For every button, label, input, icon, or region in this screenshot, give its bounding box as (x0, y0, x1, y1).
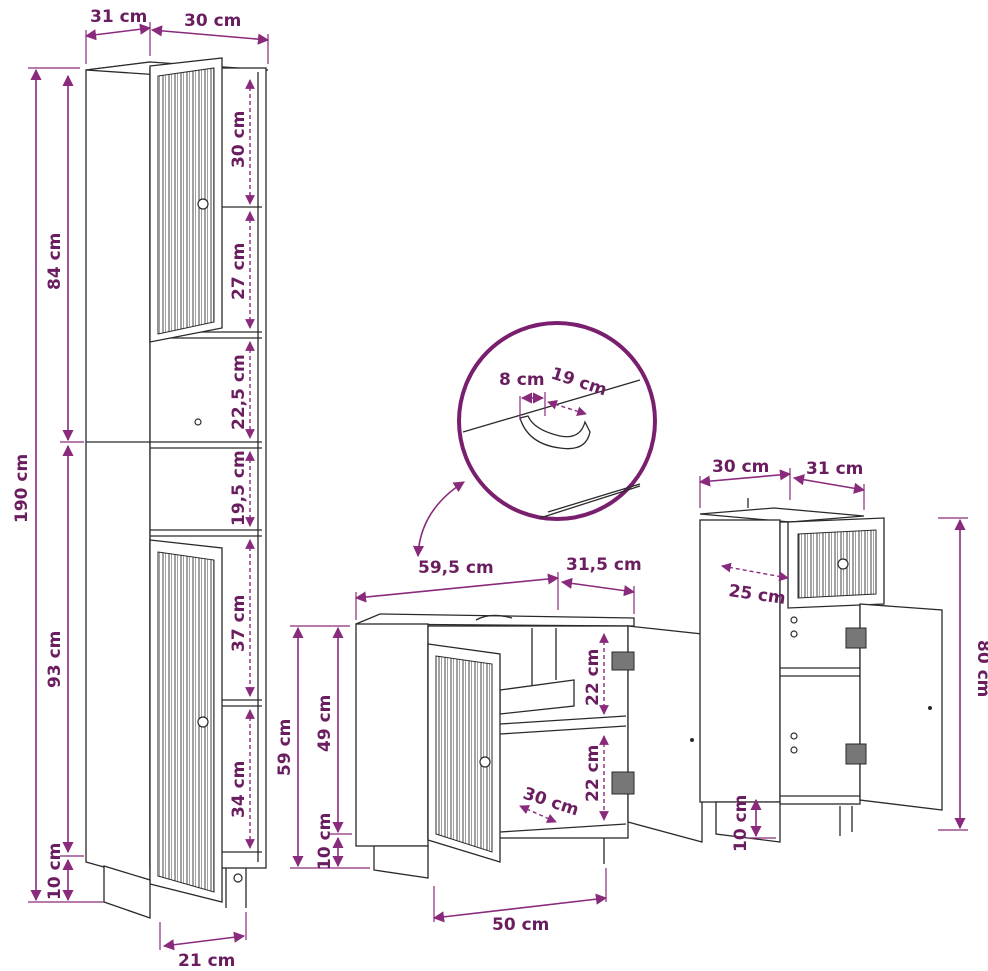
sink-upper-hinge (611, 651, 635, 671)
tall-shelf-6-label: 34 cm (229, 761, 249, 818)
sink-cabinet (355, 613, 703, 879)
small-cabinet-door (859, 603, 943, 811)
tall-plinth-width-label: 21 cm (178, 951, 235, 971)
sink-lower-compartment-label: 22 cm (583, 745, 603, 802)
tall-cabinet (85, 57, 269, 919)
small-cabinet (699, 498, 943, 843)
tall-cabinet-dimensions: 31 cm 30 cm 190 cm 84 cm 93 cm 10 cm 21 … (12, 7, 270, 971)
tall-upper-height-label: 84 cm (45, 233, 65, 290)
small-cabinet-top (699, 507, 865, 523)
tall-cabinet-lower-door-fluted-panel (157, 551, 215, 893)
detail-pointer-arrow (412, 481, 465, 558)
small-depth-label: 31 cm (806, 459, 863, 479)
tall-depth-label: 31 cm (90, 7, 147, 27)
tall-leg-height-label: 10 cm (45, 843, 65, 900)
sink-base-width-label: 50 cm (492, 915, 549, 935)
sink-base-left (373, 845, 429, 879)
sink-width-label: 59,5 cm (418, 558, 494, 578)
tall-cabinet-lower-knob (197, 716, 209, 728)
sink-leg-height-label: 10 cm (315, 813, 335, 870)
sink-cabinet-left-side (355, 623, 429, 847)
small-height-label: 80 cm (973, 640, 988, 697)
sink-body-height-label: 49 cm (315, 695, 335, 752)
tall-cabinet-plinth (103, 865, 151, 919)
small-width-label: 30 cm (712, 457, 769, 477)
small-cabinet-side (699, 519, 781, 803)
tall-shelf-4-label: 19,5 cm (229, 450, 249, 526)
tall-shelf-5-label: 37 cm (229, 595, 249, 652)
sink-upper-compartment-label: 22 cm (583, 649, 603, 706)
sink-door-knob (479, 756, 491, 768)
sink-lower-hinge (611, 771, 635, 795)
tall-cabinet-side (85, 61, 151, 881)
tall-total-height-label: 190 cm (12, 454, 32, 523)
sink-cabinet-top (355, 613, 635, 627)
tall-cabinet-upper-door-fluted-panel (157, 67, 215, 335)
detail-magnifier-circle (457, 321, 657, 521)
small-drawer-fluted-panel (797, 529, 877, 599)
tall-shelf-2-label: 27 cm (229, 243, 249, 300)
sink-right-door (627, 625, 703, 843)
tall-lower-height-label: 93 cm (45, 631, 65, 688)
tall-width-label: 30 cm (184, 11, 241, 31)
cutout-detail: 8 cm 19 cm (412, 321, 657, 558)
tall-cabinet-upper-knob (197, 198, 209, 210)
small-leg-height-label: 10 cm (731, 795, 751, 852)
sink-cutout-notch (519, 415, 591, 450)
notch-width-label: 8 cm (499, 370, 545, 390)
sink-depth-label: 31,5 cm (566, 555, 642, 575)
small-drawer-knob (837, 558, 849, 570)
small-upper-hinge (845, 627, 867, 649)
sink-total-height-label: 59 cm (275, 719, 295, 776)
tall-shelf-1-label: 30 cm (229, 111, 249, 168)
tall-shelf-3-label: 22,5 cm (229, 354, 249, 430)
sink-left-door-fluted-panel (435, 655, 493, 853)
small-lower-hinge (845, 743, 867, 765)
